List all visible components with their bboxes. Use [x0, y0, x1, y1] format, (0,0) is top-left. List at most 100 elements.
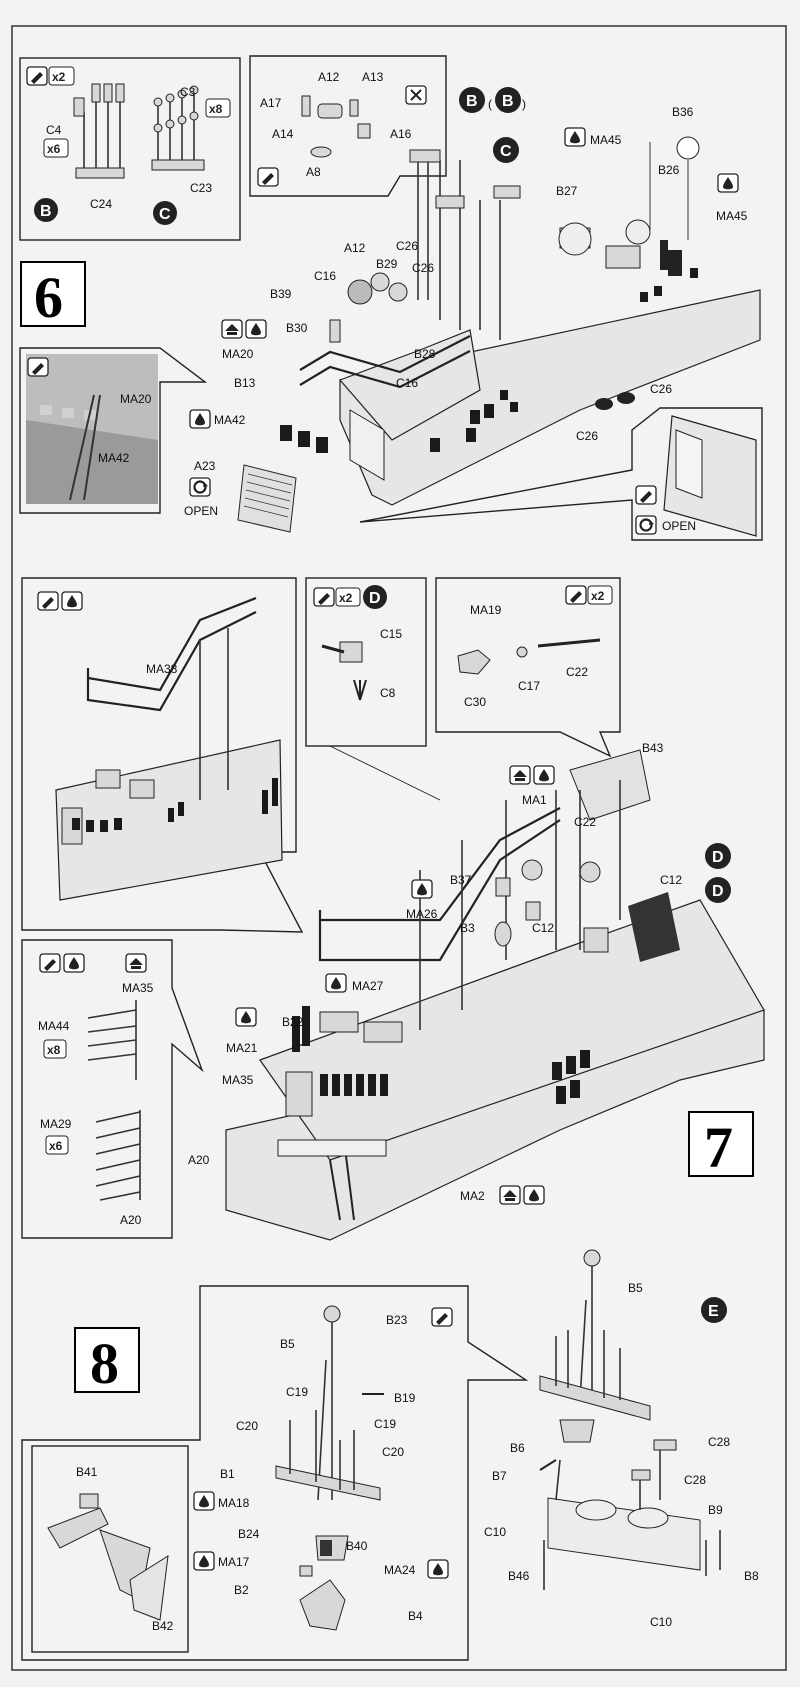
part-label: C26 — [576, 429, 598, 443]
part-label: B5 — [280, 1337, 295, 1351]
part-label: C19 — [374, 1417, 396, 1431]
part-label: MA35 — [122, 981, 154, 995]
part-label: A14 — [272, 127, 294, 141]
paint-icon — [63, 953, 85, 973]
part-label: C26 — [396, 239, 418, 253]
part-label: C22 — [566, 665, 588, 679]
subassembly-letter: B — [502, 93, 514, 110]
count-badge — [205, 98, 231, 118]
step7-section: MA38 x2 D C15 C8 x2 MA19 C17 C22 C30 — [21, 577, 765, 1241]
count-badge — [335, 587, 361, 607]
part-label: B30 — [286, 321, 308, 335]
count-text: x2 — [52, 70, 66, 84]
gun-turret-callout — [435, 577, 621, 758]
subassembly-letter: C — [159, 206, 171, 223]
part-label: MA20 — [222, 347, 254, 361]
callout-box — [249, 55, 447, 197]
part-label: B24 — [238, 1527, 260, 1541]
flip-icon — [125, 953, 147, 973]
mast-part-b — [73, 83, 125, 179]
part-label: B8 — [744, 1569, 759, 1583]
part-label: MA35 — [222, 1073, 254, 1087]
part-label: B36 — [672, 105, 694, 119]
part-label: B9 — [708, 1503, 723, 1517]
rotate-icon — [634, 514, 658, 536]
part-label: MA2 — [460, 1189, 485, 1203]
part-label: C28 — [684, 1473, 706, 1487]
mast-callout — [21, 1285, 529, 1661]
part-label: C23 — [190, 181, 212, 195]
count-badge — [587, 585, 613, 605]
part-label: A20 — [188, 1153, 210, 1167]
part-label: A13 — [362, 70, 384, 84]
subassembly-letter: D — [712, 849, 724, 866]
paint-icon — [189, 409, 211, 429]
part-label: B29 — [376, 257, 398, 271]
mast-e — [539, 1249, 721, 1590]
count-text: x6 — [47, 142, 61, 156]
part-label: B37 — [450, 873, 472, 887]
scissors-icon — [405, 85, 427, 105]
deck-gun-part — [321, 641, 367, 701]
paint-icon — [61, 591, 83, 611]
part-label: MA45 — [590, 133, 622, 147]
part-label: MA45 — [716, 209, 748, 223]
part-label: MA20 — [120, 392, 152, 406]
part-label: C20 — [382, 1445, 404, 1459]
paint-icon — [533, 765, 555, 785]
paint-icon — [193, 1551, 215, 1571]
glue-icon — [565, 585, 587, 605]
part-label: C30 — [464, 695, 486, 709]
part-label: B27 — [556, 184, 578, 198]
part-label: C20 — [236, 1419, 258, 1433]
paint-icon — [193, 1491, 215, 1511]
subassembly-letter: B — [40, 203, 52, 220]
open-detail-callout — [359, 407, 763, 541]
railing-detail — [55, 596, 283, 901]
part-label: B3 — [460, 921, 475, 935]
paren-open: ( — [488, 97, 492, 111]
part-label: B1 — [220, 1467, 235, 1481]
part-label: MA18 — [218, 1496, 250, 1510]
open-note: OPEN — [662, 519, 696, 533]
subassembly-c-badge — [493, 137, 519, 163]
count-text: x8 — [209, 102, 223, 116]
railing-detail-box — [21, 939, 204, 1239]
part-label: MA21 — [226, 1041, 258, 1055]
paint-icon — [235, 1007, 257, 1027]
glue-icon — [431, 1307, 453, 1327]
subassembly-d-badge — [705, 877, 731, 903]
sensor-part-a — [301, 95, 371, 158]
subassembly-b-badge — [34, 198, 58, 222]
part-label: MA38 — [146, 662, 178, 676]
crane-inset — [31, 1445, 189, 1653]
count-badge — [48, 66, 75, 86]
hatch-grille — [237, 464, 297, 533]
paint-icon — [427, 1559, 449, 1579]
mast-part-c — [151, 85, 205, 171]
paint-icon — [245, 319, 267, 339]
superstructure-aft — [280, 219, 761, 506]
superstructure-fore — [225, 749, 765, 1241]
crane-part — [47, 1493, 169, 1621]
paint-icon — [523, 1185, 545, 1205]
part-label: B43 — [642, 741, 664, 755]
subassembly-e-badge — [701, 1297, 727, 1323]
step-number-box — [74, 1327, 140, 1393]
part-label: C10 — [650, 1615, 672, 1629]
paint-icon — [411, 879, 433, 899]
part-label: C4 — [46, 123, 62, 137]
part-label: A8 — [306, 165, 321, 179]
part-label: C3 — [180, 85, 196, 99]
step-number-box — [688, 1111, 754, 1177]
mast-assemblies — [329, 149, 521, 343]
part-label: B26 — [658, 163, 680, 177]
part-label: B5 — [628, 1281, 643, 1295]
part-label: A16 — [390, 127, 412, 141]
inset-box — [19, 57, 241, 241]
part-label: B7 — [492, 1469, 507, 1483]
glue-icon — [257, 167, 279, 187]
part-label: B28 — [414, 347, 436, 361]
part-label: C12 — [660, 873, 682, 887]
